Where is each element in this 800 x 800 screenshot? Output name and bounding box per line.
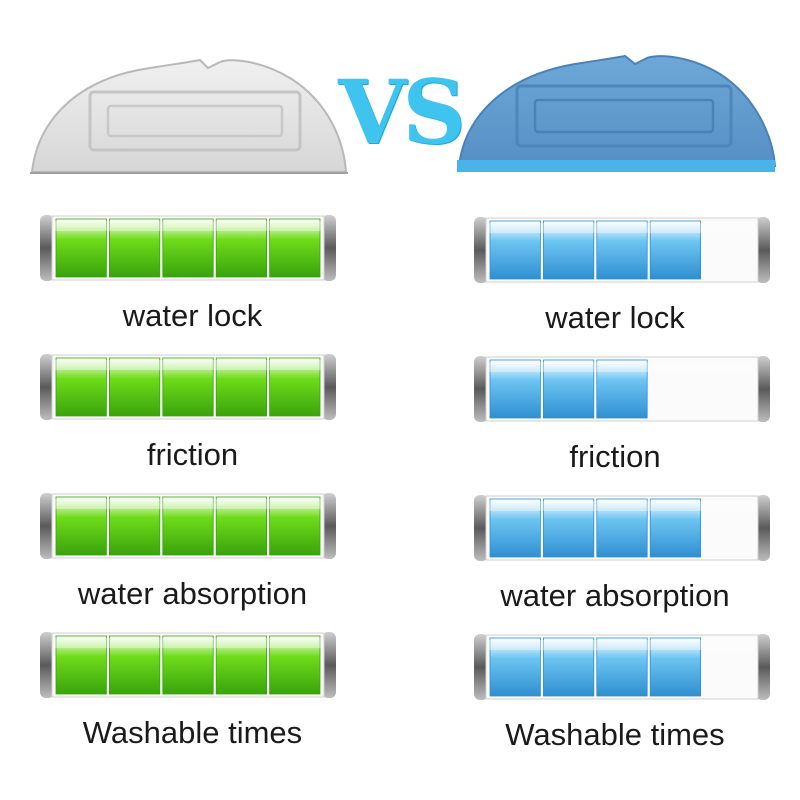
battery-segment — [489, 637, 541, 697]
battery-segment — [109, 496, 161, 556]
battery-gloss — [488, 362, 756, 372]
battery-gloss — [488, 501, 756, 511]
battery-segment — [215, 357, 267, 417]
battery-indicator — [40, 351, 336, 423]
battery-segment — [489, 220, 541, 280]
battery-gloss — [54, 499, 322, 509]
battery-segment — [215, 635, 267, 695]
battery-right-cap — [756, 495, 770, 561]
battery-right-cap — [756, 356, 770, 422]
battery-segment — [269, 496, 321, 556]
battery-segment — [543, 498, 595, 558]
battery-segment — [162, 635, 214, 695]
metric-right-3: water absorption — [400, 492, 800, 632]
battery-gloss — [54, 221, 322, 231]
battery-left-cap — [40, 215, 54, 281]
versus-text: VS — [338, 60, 466, 164]
battery-left-cap — [40, 493, 54, 559]
battery-indicator — [40, 212, 336, 284]
battery-right-cap — [756, 217, 770, 283]
metric-label: friction — [569, 439, 661, 474]
battery-left-cap — [474, 634, 488, 700]
battery-indicator — [40, 490, 336, 562]
left-column-gray-pad: water lock friction water absorption Was… — [0, 212, 400, 769]
battery-left-cap — [474, 356, 488, 422]
battery-gloss — [488, 640, 756, 650]
battery-indicator — [474, 214, 770, 286]
gray-mop-pad-image — [30, 58, 348, 174]
battery-gloss — [54, 638, 322, 648]
metric-label: Washable times — [505, 717, 725, 752]
battery-gloss — [488, 223, 756, 233]
metric-label: water absorption — [77, 576, 308, 611]
battery-segment — [596, 220, 648, 280]
metric-label: water lock — [122, 298, 263, 333]
battery-right-cap — [756, 634, 770, 700]
right-column-blue-pad: water lock friction water absorption Was… — [400, 0, 800, 800]
battery-gloss — [54, 360, 322, 370]
battery-segment — [162, 357, 214, 417]
metric-label: friction — [146, 437, 239, 472]
battery-segment — [649, 637, 701, 697]
battery-segment — [55, 635, 107, 695]
battery-segment — [489, 498, 541, 558]
battery-segment — [215, 218, 267, 278]
battery-left-cap — [40, 354, 54, 420]
battery-segment — [55, 496, 107, 556]
battery-segment — [649, 220, 701, 280]
battery-segment — [543, 637, 595, 697]
comparison-header: VS — [0, 0, 800, 200]
battery-indicator — [474, 492, 770, 564]
battery-segment — [543, 220, 595, 280]
battery-segment — [55, 218, 107, 278]
battery-segment — [269, 635, 321, 695]
metric-left-4: Washable times — [0, 629, 400, 769]
battery-right-cap — [322, 354, 336, 420]
battery-segment — [543, 359, 595, 419]
battery-segment — [162, 218, 214, 278]
battery-segment — [109, 357, 161, 417]
battery-left-cap — [474, 495, 488, 561]
battery-segment — [269, 357, 321, 417]
metric-label: Washable times — [82, 715, 303, 750]
battery-right-cap — [322, 632, 336, 698]
metric-right-1: water lock — [400, 214, 800, 354]
metric-left-1: water lock — [0, 212, 400, 352]
metric-label: water lock — [545, 300, 685, 335]
metric-left-2: friction — [0, 351, 400, 491]
battery-segment — [215, 496, 267, 556]
battery-segment — [596, 359, 648, 419]
battery-segment — [596, 637, 648, 697]
battery-segment — [162, 496, 214, 556]
battery-left-cap — [40, 632, 54, 698]
metric-right-4: Washable times — [400, 631, 800, 771]
battery-segment — [109, 635, 161, 695]
metric-label: water absorption — [500, 578, 730, 613]
battery-segment — [269, 218, 321, 278]
battery-indicator — [474, 631, 770, 703]
battery-right-cap — [322, 215, 336, 281]
battery-indicator — [474, 353, 770, 425]
battery-segment — [489, 359, 541, 419]
battery-segment — [596, 498, 648, 558]
battery-right-cap — [322, 493, 336, 559]
battery-left-cap — [474, 217, 488, 283]
battery-segment — [109, 218, 161, 278]
battery-indicator — [40, 629, 336, 701]
blue-mop-pad-image — [457, 54, 777, 172]
battery-segment — [649, 498, 701, 558]
metric-right-2: friction — [400, 353, 800, 493]
battery-segment — [55, 357, 107, 417]
metric-left-3: water absorption — [0, 490, 400, 630]
